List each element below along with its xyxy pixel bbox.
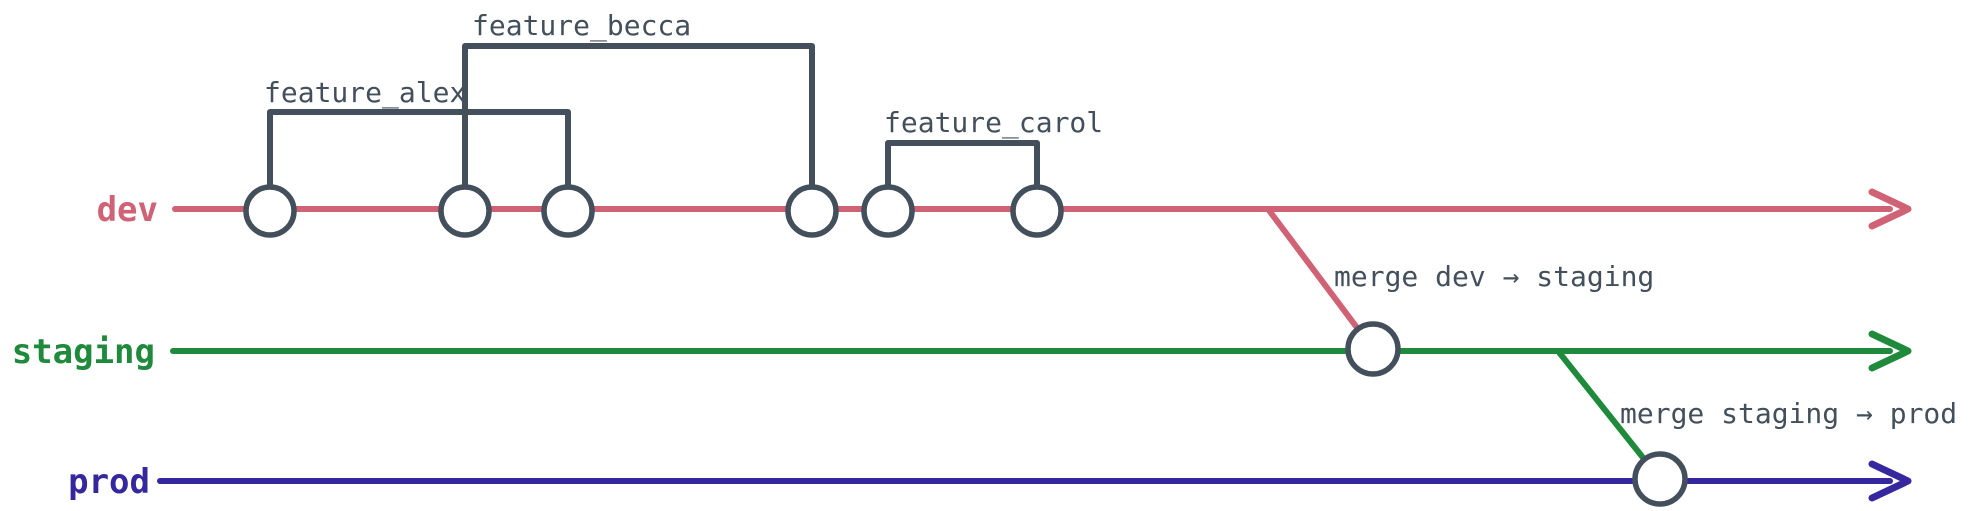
prod-arrowhead-icon	[1868, 460, 1912, 502]
commit-node-dev-3	[541, 184, 595, 238]
feature-bracket-carol	[885, 140, 1040, 192]
branch-prod: prod	[68, 460, 1912, 502]
feature-label-alex: feature_alex	[264, 76, 466, 110]
commit-node-dev-1	[243, 184, 297, 238]
commit-node-prod-merge	[1632, 451, 1688, 507]
feature-label-becca: feature_becca	[472, 9, 691, 43]
commit-node-dev-2	[438, 184, 492, 238]
branch-staging: staging	[12, 330, 1912, 372]
feature-label-carol: feature_carol	[884, 106, 1103, 140]
dev-arrowhead-icon	[1868, 188, 1912, 230]
commit-nodes	[243, 184, 1688, 507]
commit-node-staging-merge	[1345, 321, 1401, 377]
feature-branches: feature_alex feature_becca feature_carol	[264, 9, 1103, 192]
merge-label-staging-to-prod: merge staging → prod	[1620, 397, 1957, 430]
merge-dev-to-staging: merge dev → staging	[1265, 206, 1654, 352]
commit-node-dev-6	[1010, 184, 1064, 238]
commit-node-dev-4	[785, 184, 839, 238]
branch-label-staging: staging	[12, 332, 155, 372]
branch-label-dev: dev	[97, 190, 158, 230]
feature-bracket-alex	[267, 109, 571, 192]
branch-dev: dev	[97, 188, 1912, 230]
feature-bracket-becca	[462, 43, 815, 192]
branch-label-prod: prod	[68, 462, 150, 502]
commit-node-dev-5	[861, 184, 915, 238]
merge-label-dev-to-staging: merge dev → staging	[1334, 260, 1654, 293]
merge-line-dev-to-staging	[1265, 206, 1376, 352]
staging-arrowhead-icon	[1868, 330, 1912, 372]
merge-staging-to-prod: merge staging → prod	[1555, 348, 1957, 482]
